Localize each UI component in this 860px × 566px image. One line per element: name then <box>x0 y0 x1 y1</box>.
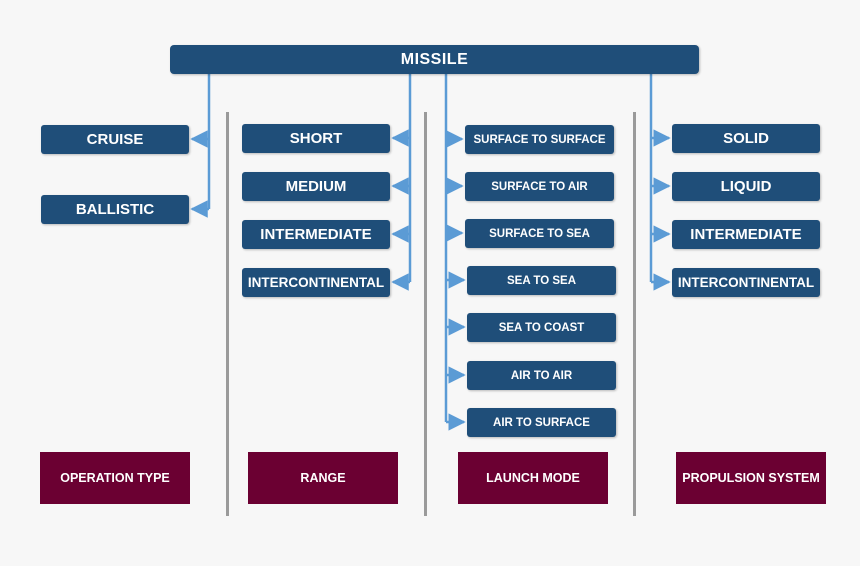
node-propulsion-intercontinental: INTERCONTINENTAL <box>672 268 820 297</box>
node-liquid: LIQUID <box>672 172 820 201</box>
node-sea-to-coast: SEA TO COAST <box>467 313 616 342</box>
node-range-intermediate: INTERMEDIATE <box>242 220 390 249</box>
node-surface-to-surface: SURFACE TO SURFACE <box>465 125 614 154</box>
node-air-to-surface: AIR TO SURFACE <box>467 408 616 437</box>
node-range-short: SHORT <box>242 124 390 153</box>
node-solid: SOLID <box>672 124 820 153</box>
divider-3 <box>633 112 636 516</box>
divider-2 <box>424 112 427 516</box>
divider-1 <box>226 112 229 516</box>
missile-root-node: MISSILE <box>170 45 699 74</box>
node-ballistic: BALLISTIC <box>41 195 189 224</box>
category-operation-type: OPERATION TYPE <box>40 452 190 504</box>
node-sea-to-sea: SEA TO SEA <box>467 266 616 295</box>
category-propulsion-system: PROPULSION SYSTEM <box>676 452 826 504</box>
node-range-intercontinental: INTERCONTINENTAL <box>242 268 390 297</box>
node-surface-to-sea: SURFACE TO SEA <box>465 219 614 248</box>
node-air-to-air: AIR TO AIR <box>467 361 616 390</box>
node-propulsion-intermediate: INTERMEDIATE <box>672 220 820 249</box>
node-range-medium: MEDIUM <box>242 172 390 201</box>
node-surface-to-air: SURFACE TO AIR <box>465 172 614 201</box>
category-range: RANGE <box>248 452 398 504</box>
node-cruise: CRUISE <box>41 125 189 154</box>
category-launch-mode: LAUNCH MODE <box>458 452 608 504</box>
